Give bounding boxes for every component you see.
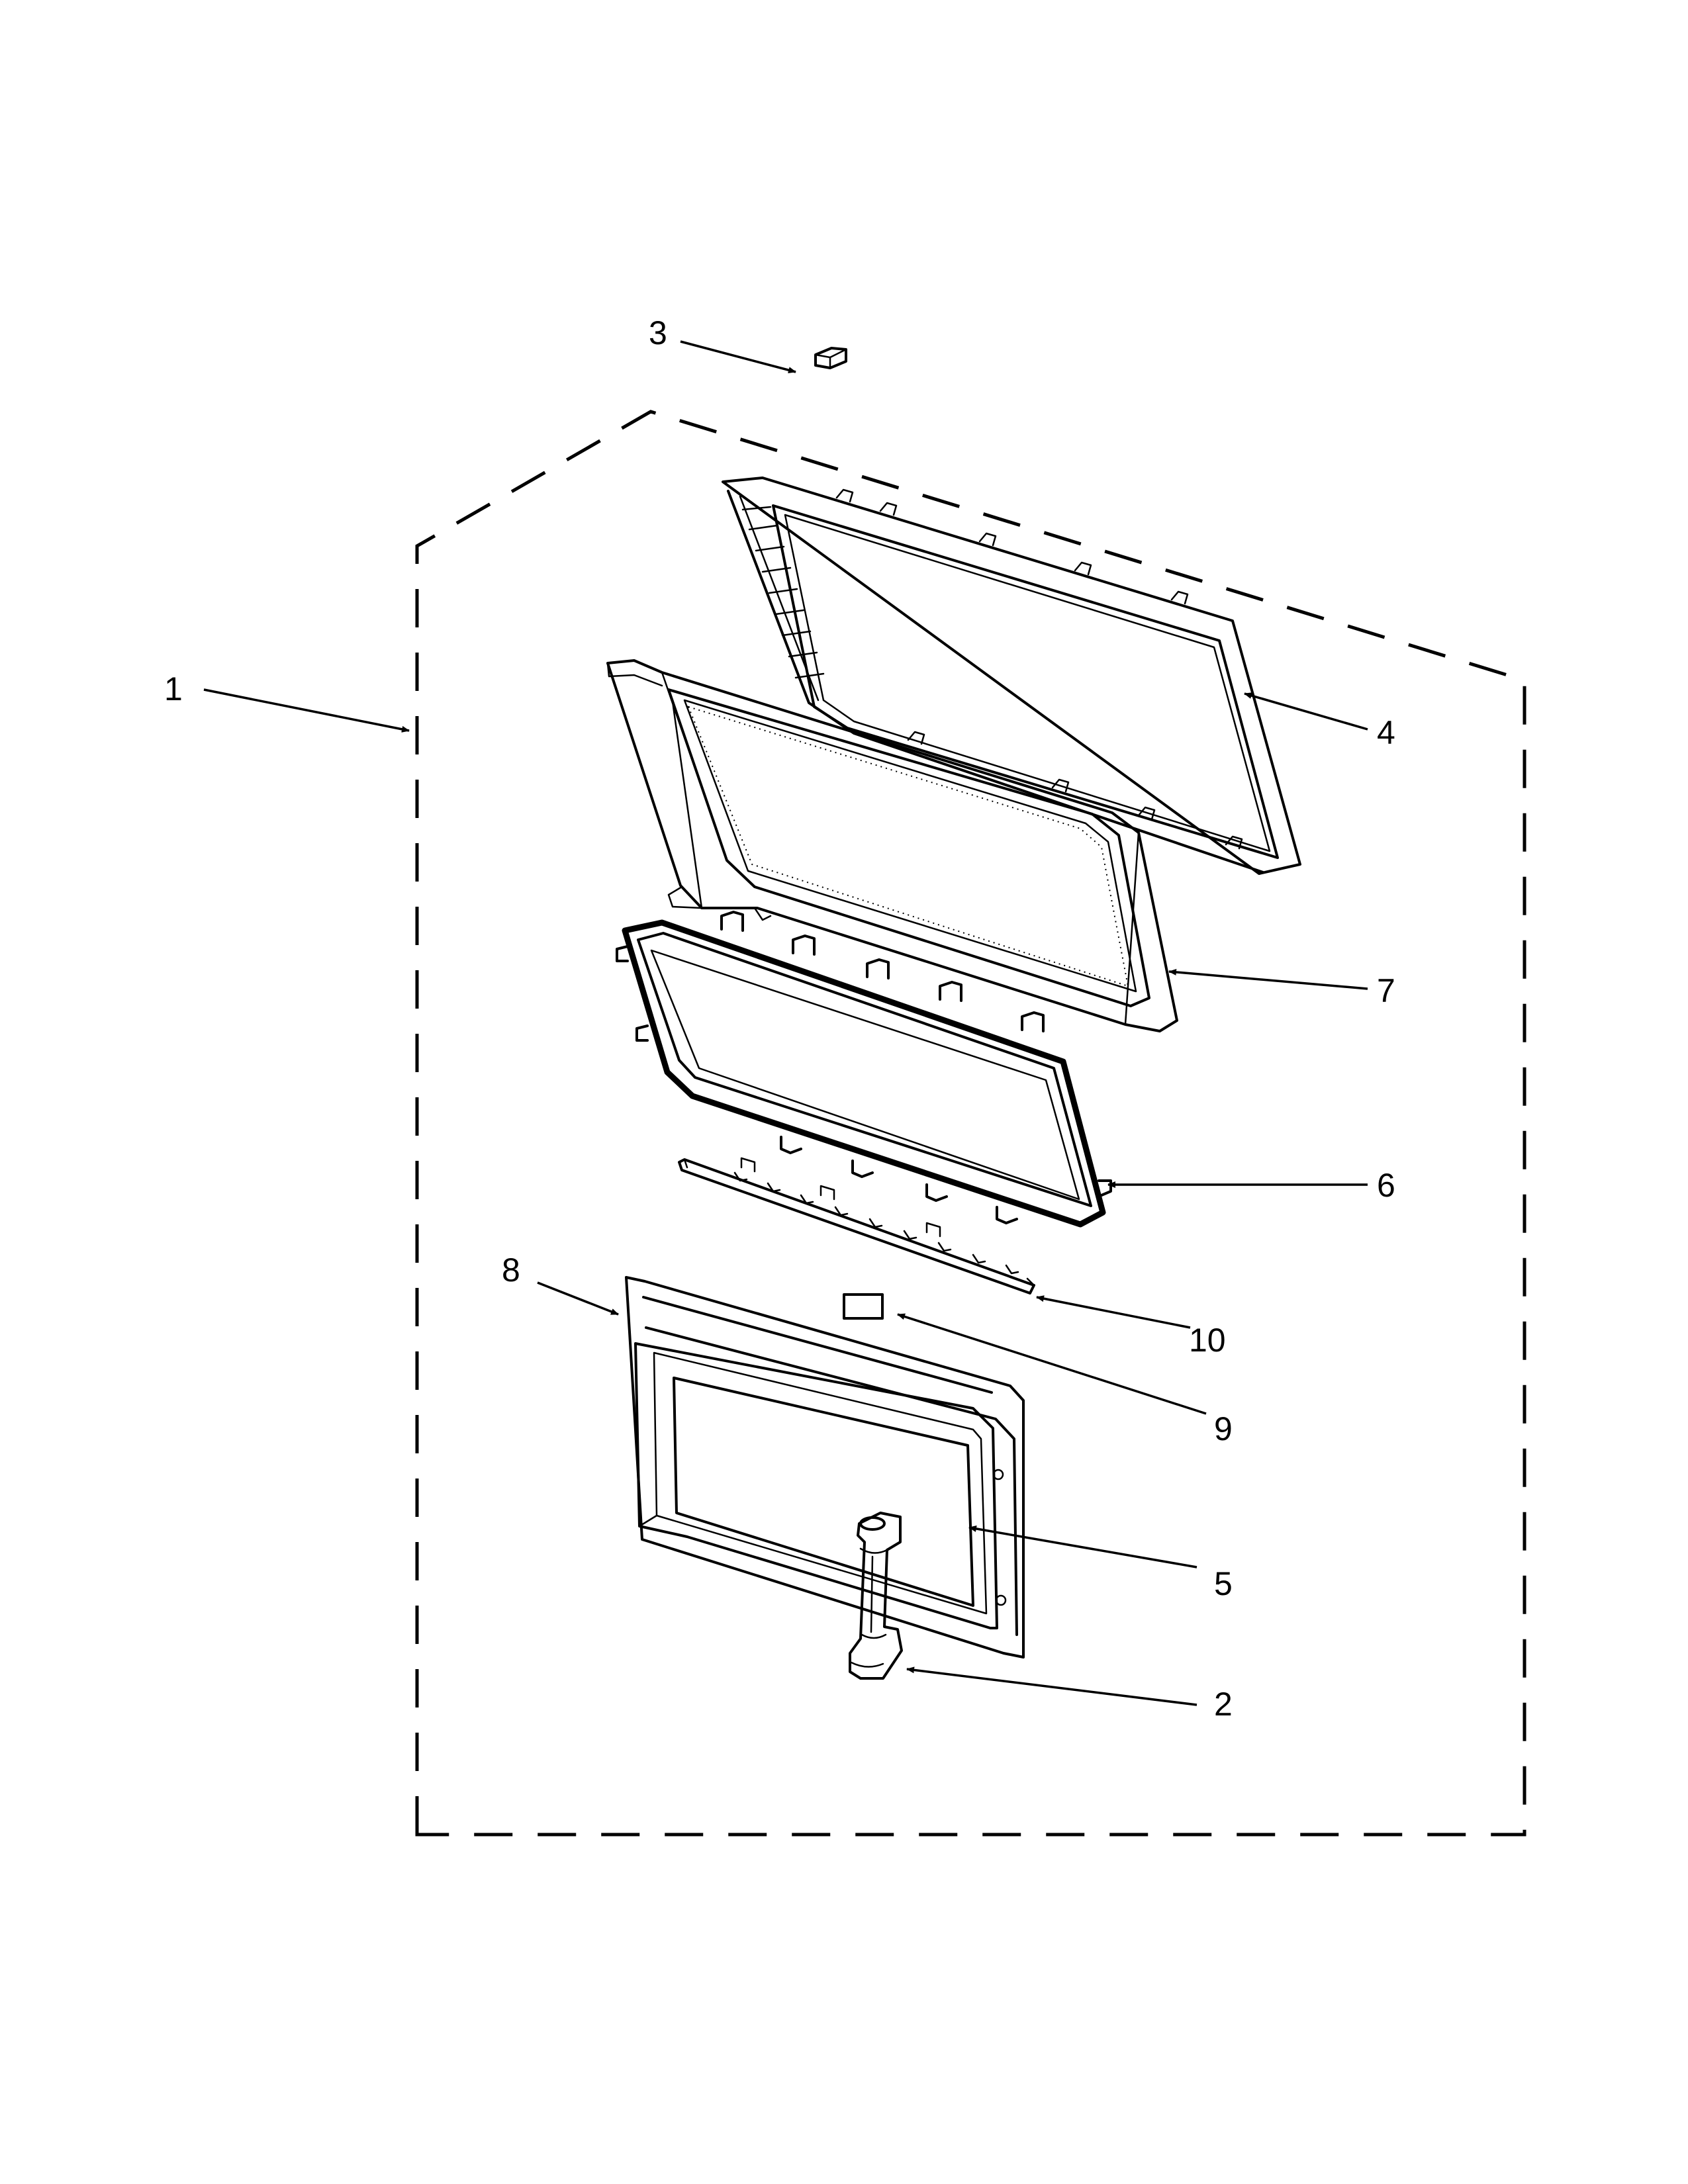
part-3-latch-key [814, 347, 847, 369]
part-10-bottom-rail [678, 1157, 1035, 1295]
callout-3: 3 [649, 314, 667, 351]
leader-8 [537, 1281, 619, 1316]
leader-10 [1036, 1295, 1191, 1329]
part-8-outer-door [625, 1276, 1025, 1659]
leader-5 [968, 1525, 1197, 1569]
leader-9 [897, 1313, 1207, 1415]
callout-6: 6 [1377, 1167, 1395, 1204]
leader-7 [1168, 968, 1368, 990]
leader-3 [680, 340, 796, 374]
leader-4 [1244, 692, 1368, 731]
callout-5: 5 [1214, 1565, 1233, 1602]
part-6-glass-frame [616, 911, 1112, 1228]
part-2-handle [849, 1512, 903, 1680]
callout-4: 4 [1377, 714, 1395, 751]
callout-2: 2 [1214, 1686, 1233, 1723]
callout-10: 10 [1189, 1322, 1226, 1359]
part-4-door-frame-back [722, 477, 1301, 875]
callout-9: 9 [1214, 1410, 1233, 1447]
callout-7: 7 [1377, 972, 1395, 1009]
leader-1 [203, 688, 410, 733]
callout-1: 1 [164, 670, 183, 707]
part-9-label [843, 1293, 884, 1320]
callout-8: 8 [502, 1251, 520, 1289]
part-7-inner-door-panel [606, 659, 1178, 1032]
leader-2 [906, 1666, 1197, 1706]
